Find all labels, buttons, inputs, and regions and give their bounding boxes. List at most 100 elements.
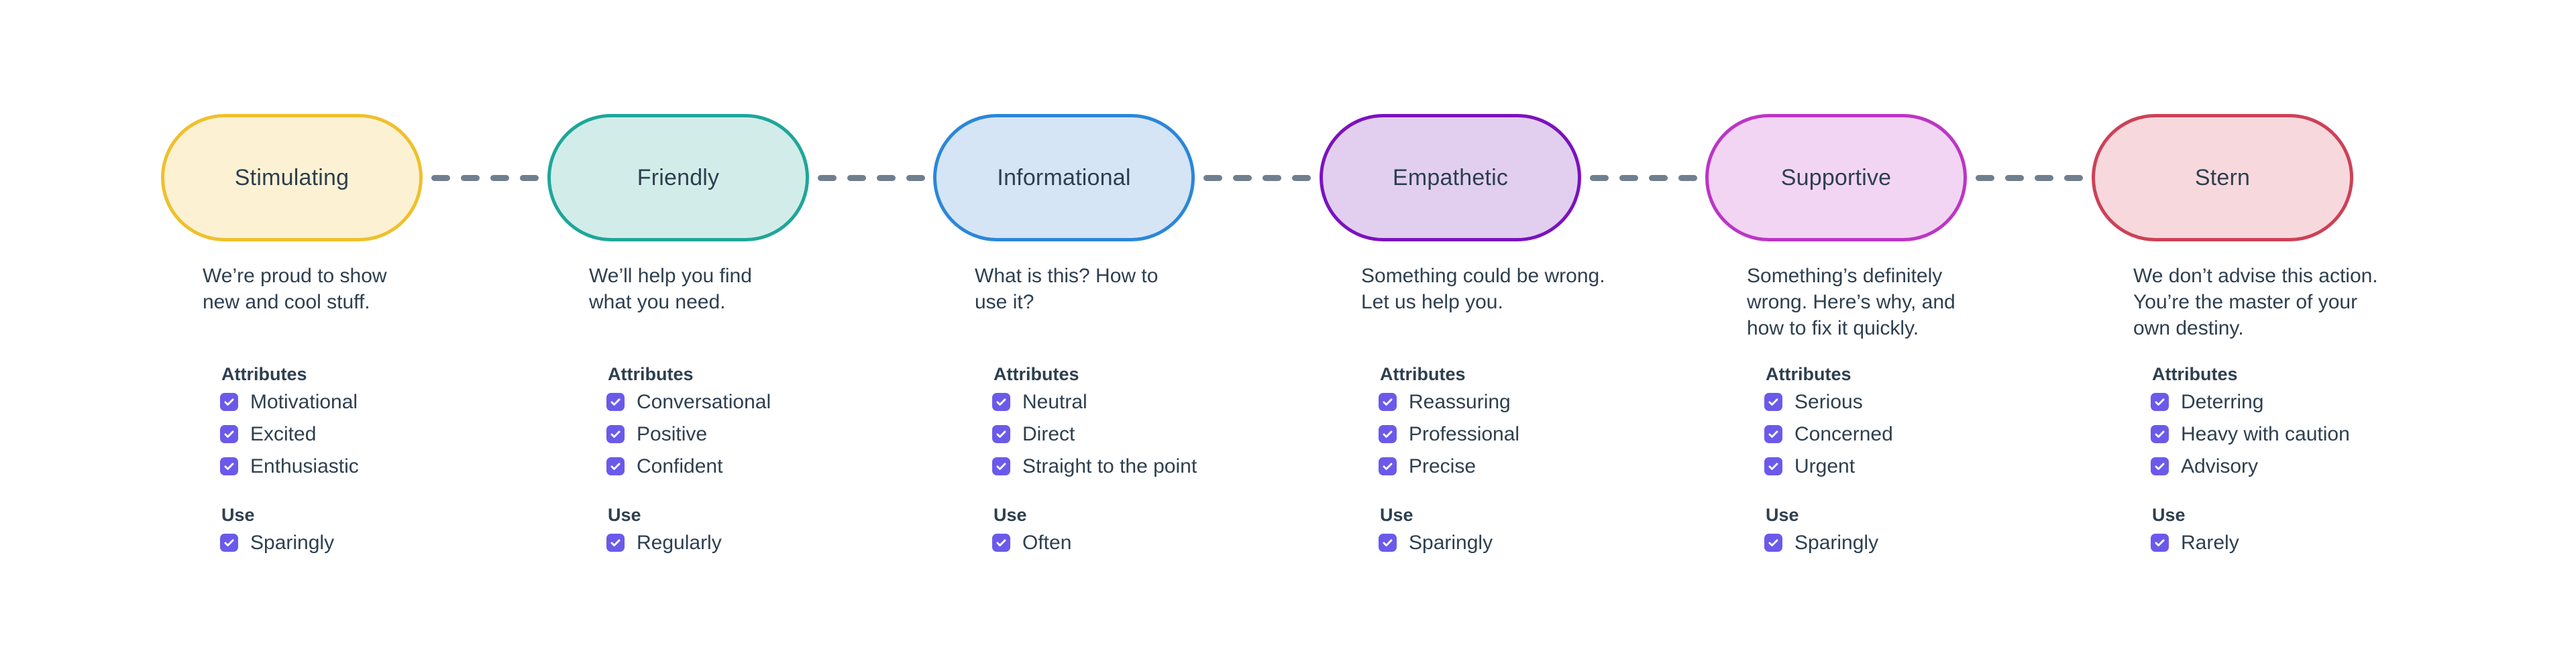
checkbox-checked-icon[interactable] xyxy=(606,534,625,552)
use-heading: Use xyxy=(608,505,641,525)
use-heading: Use xyxy=(994,505,1027,525)
checkbox-checked-icon[interactable] xyxy=(992,534,1010,552)
checkbox-checked-icon[interactable] xyxy=(1379,457,1397,475)
attributes-heading: Attributes xyxy=(608,364,694,384)
connector-dash xyxy=(818,175,837,181)
tone-description: We’ll help you find what you need. xyxy=(589,265,752,313)
use-label: Sparingly xyxy=(1409,531,1493,554)
attribute-row: Direct xyxy=(992,422,1197,445)
attribute-row: Professional xyxy=(1379,422,1520,445)
checkbox-checked-icon[interactable] xyxy=(1379,534,1397,552)
attribute-row: Motivational xyxy=(220,390,359,413)
tone-name: Stimulating xyxy=(234,164,350,190)
dashed-connector xyxy=(1203,175,1311,181)
attribute-label: Positive xyxy=(637,422,708,445)
connector-dash xyxy=(490,175,509,181)
connector-dash xyxy=(1233,175,1252,181)
tone-pill: Friendly xyxy=(547,114,809,241)
use-row: Often xyxy=(992,531,1197,554)
checkbox-checked-icon[interactable] xyxy=(2151,534,2169,552)
attribute-label: Neutral xyxy=(1022,390,1087,413)
tone-details: Attributes Reassuring Professional Preci… xyxy=(1379,364,1519,566)
checkbox-checked-icon[interactable] xyxy=(220,393,238,411)
checkbox-checked-icon[interactable] xyxy=(2151,425,2169,443)
checkbox-checked-icon[interactable] xyxy=(2151,393,2169,411)
attribute-row: Deterring xyxy=(2151,390,2350,413)
tone-pill: Informational xyxy=(933,114,1195,241)
checkbox-checked-icon[interactable] xyxy=(606,425,625,443)
attribute-label: Deterring xyxy=(2181,390,2264,413)
attribute-label: Professional xyxy=(1409,422,1520,445)
connector-dash xyxy=(877,175,896,181)
checkbox-checked-icon[interactable] xyxy=(992,457,1010,475)
connector-dash xyxy=(1263,175,1281,181)
attributes-heading: Attributes xyxy=(1766,364,1851,384)
attribute-row: Neutral xyxy=(992,390,1197,413)
attributes-heading: Attributes xyxy=(994,364,1079,384)
tone-column-stimulating: Stimulating We’re proud to show new and … xyxy=(161,0,537,649)
tone-description: Something’s definitely wrong. Here’s why… xyxy=(1747,265,1955,339)
tone-pill: Supportive xyxy=(1705,114,1967,241)
attributes-heading: Attributes xyxy=(221,364,307,384)
use-label: Sparingly xyxy=(250,531,335,554)
tone-name: Supportive xyxy=(1780,164,1892,190)
use-row: Sparingly xyxy=(1764,531,1893,554)
tone-column-stern: Stern We don’t advise this action. You’r… xyxy=(2092,0,2467,649)
attribute-row: Conversational xyxy=(606,390,771,413)
checkbox-checked-icon[interactable] xyxy=(220,534,238,552)
connector-dash xyxy=(1678,175,1697,181)
checkbox-checked-icon[interactable] xyxy=(1764,393,1782,411)
tone-details: Attributes Serious Concerned Urgent Use … xyxy=(1764,364,1893,566)
checkbox-checked-icon[interactable] xyxy=(606,457,625,475)
use-heading: Use xyxy=(1766,505,1799,525)
checkbox-checked-icon[interactable] xyxy=(992,425,1010,443)
attribute-label: Reassuring xyxy=(1409,390,1511,413)
tone-name: Stern xyxy=(2194,164,2251,190)
use-label: Regularly xyxy=(637,531,722,554)
checkbox-checked-icon[interactable] xyxy=(2151,457,2169,475)
tone-pill: Stern xyxy=(2092,114,2353,241)
attribute-row: Enthusiastic xyxy=(220,455,359,477)
tone-name: Friendly xyxy=(637,164,720,190)
connector-dash xyxy=(461,175,480,181)
attribute-label: Direct xyxy=(1022,422,1075,445)
use-label: Often xyxy=(1022,531,1072,554)
tone-column-friendly: Friendly We’ll help you find what you ne… xyxy=(547,0,923,649)
tone-details: Attributes Motivational Excited Enthusia… xyxy=(220,364,359,566)
checkbox-checked-icon[interactable] xyxy=(1764,457,1782,475)
use-row: Regularly xyxy=(606,531,771,554)
connector-dash xyxy=(1292,175,1311,181)
checkbox-checked-icon[interactable] xyxy=(606,393,625,411)
attribute-row: Excited xyxy=(220,422,359,445)
tone-pill: Empathetic xyxy=(1320,114,1581,241)
attribute-label: Conversational xyxy=(637,390,771,413)
checkbox-checked-icon[interactable] xyxy=(992,393,1010,411)
use-row: Rarely xyxy=(2151,532,2350,554)
checkbox-checked-icon[interactable] xyxy=(1764,425,1782,443)
attribute-row: Concerned xyxy=(1764,423,1893,445)
checkbox-checked-icon[interactable] xyxy=(220,457,238,475)
attributes-heading: Attributes xyxy=(2152,364,2238,384)
use-label: Sparingly xyxy=(1794,531,1879,554)
connector-dash xyxy=(2035,175,2053,181)
attribute-row: Serious xyxy=(1764,391,1893,413)
checkbox-checked-icon[interactable] xyxy=(220,425,238,443)
checkbox-checked-icon[interactable] xyxy=(1379,425,1397,443)
use-heading: Use xyxy=(2152,505,2186,525)
tone-pill: Stimulating xyxy=(161,114,423,241)
checkbox-checked-icon[interactable] xyxy=(1379,393,1397,411)
tone-column-supportive: Supportive Something’s definitely wrong.… xyxy=(1705,0,2081,649)
attributes-heading: Attributes xyxy=(1380,364,1466,384)
attribute-row: Heavy with caution xyxy=(2151,423,2350,445)
checkbox-checked-icon[interactable] xyxy=(1764,534,1782,552)
tone-name: Informational xyxy=(997,164,1131,190)
attribute-label: Confident xyxy=(637,455,723,477)
connector-dash xyxy=(906,175,925,181)
attribute-label: Straight to the point xyxy=(1022,455,1197,477)
tone-description: We’re proud to show new and cool stuff. xyxy=(203,265,387,313)
connector-dash xyxy=(1649,175,1668,181)
attribute-label: Motivational xyxy=(250,390,358,413)
attribute-label: Excited xyxy=(250,422,317,445)
use-row: Sparingly xyxy=(220,531,359,554)
tone-details: Attributes Conversational Positive Confi… xyxy=(606,364,771,566)
